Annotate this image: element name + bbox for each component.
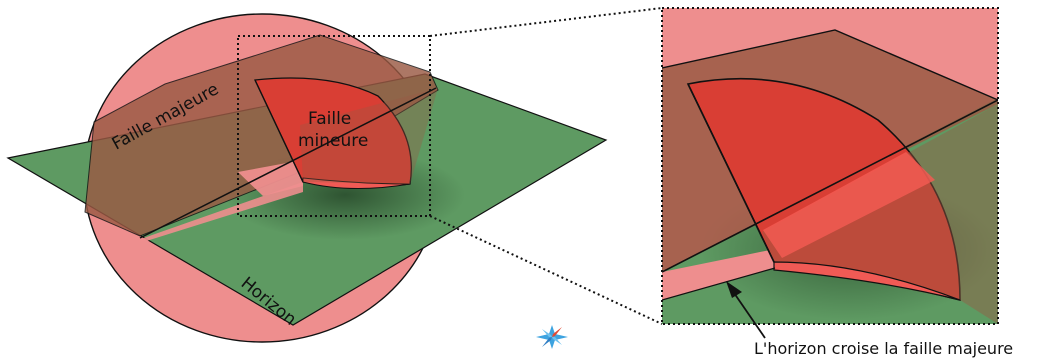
zoom-minor-fault-underside (773, 261, 961, 301)
zoom-minor-fault-edge (687, 83, 775, 263)
zoom-minor-fault-highlight (763, 152, 935, 258)
zoom-view (662, 8, 998, 324)
zoom-lower-boundary (662, 267, 776, 301)
zoom-connector-top (429, 7, 663, 37)
zoom-connector-bottom (429, 215, 663, 325)
zoom-major-fault-top-edge (662, 29, 998, 101)
main-view (6, 13, 608, 343)
zoom-intersection-line (662, 99, 998, 273)
zoom-frame (661, 7, 999, 325)
compass-star-icon (536, 325, 568, 349)
major-fault-front-lower (138, 182, 303, 243)
minor-fault-label-line2: mineure (298, 131, 368, 151)
major-fault-pink-sliver (238, 160, 303, 196)
zoom-region-box (237, 35, 431, 217)
caption-arrow (726, 281, 766, 339)
zoom-major-fault-lower (662, 250, 775, 300)
caption: L'horizon croise la faille majeure (754, 339, 1013, 358)
intersection-line (139, 87, 437, 239)
major-fault-edge (254, 79, 304, 183)
minor-fault-label-line1: Faille (308, 109, 351, 129)
minor-fault-underside (302, 177, 411, 190)
minor-fault-overlay (300, 88, 438, 184)
